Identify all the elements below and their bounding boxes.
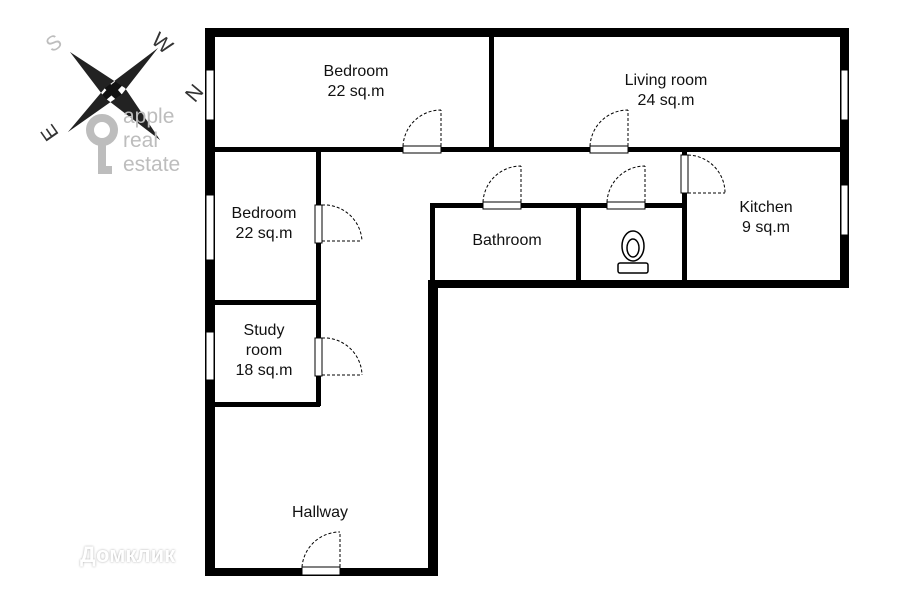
doors	[301, 109, 726, 576]
apple-key-logo-icon	[86, 114, 118, 174]
watermark-real: real	[123, 129, 159, 152]
room-bathroom: Bathroom	[472, 232, 542, 249]
compass-icon	[68, 48, 160, 140]
watermark-estate: estate	[123, 153, 181, 176]
toilet-icon	[617, 230, 649, 274]
windows	[205, 69, 849, 381]
watermark-apple: apple	[123, 105, 175, 128]
domclick-watermark: Домклик	[80, 542, 176, 567]
walls	[205, 28, 849, 576]
room-hallway: Hallway	[291, 504, 349, 521]
